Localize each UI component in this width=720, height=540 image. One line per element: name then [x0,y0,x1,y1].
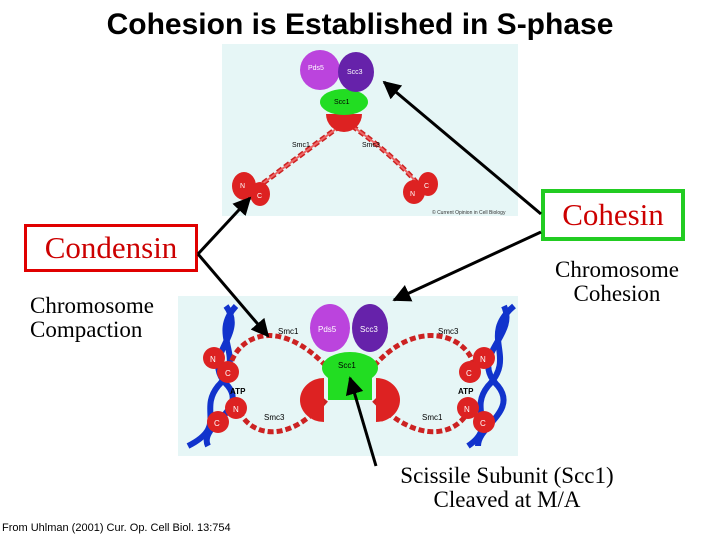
n-label: N [210,355,216,364]
c-label: C [257,193,262,200]
cohesin-diagram-bottom: Pds5 Scc3 Scc1 Smc1 Smc3 Smc3 Smc1 ATP A… [178,296,518,456]
cohesin-diagram-top: Pds5 Scc3 Scc1 Smc1 Smc3 N C C N © Curre… [222,44,518,216]
n-label: N [464,405,470,414]
scissile-subunit-label: Scissile Subunit (Scc1) Cleaved at M/A [362,464,652,512]
image-credit: © Current Opinion in Cell Biology [432,209,506,216]
scc3-label: Scc3 [360,325,378,334]
n-label: N [410,191,415,198]
chromosome-cohesion-label: Chromosome Cohesion [536,258,698,306]
chromosome-cohesion-line1: Chromosome [555,257,679,282]
condensin-box: Condensin [24,224,198,272]
n-label: N [480,355,486,364]
pds5-subunit [300,50,340,90]
chromosome-compaction-line1: Chromosome [30,293,154,318]
pds5-subunit [310,304,350,352]
smc3-label: Smc3 [438,327,459,336]
slide-title: Cohesion is Established in S-phase [106,8,614,41]
cohesin-box: Cohesin [541,189,685,241]
atp-label-right: ATP [458,387,474,396]
smc3-label: Smc3 [362,142,380,149]
n-label: N [240,183,245,190]
cohesin-diagram-top-svg: Pds5 Scc3 Scc1 Smc1 Smc3 N C C N © Curre… [232,50,506,216]
smc1-label: Smc1 [278,327,299,336]
chromosome-compaction-line2: Compaction [30,317,143,342]
c-label: C [466,369,472,378]
c-label: C [424,183,429,190]
scc1-subunit [320,89,368,115]
chromosome-cohesion-line2: Cohesion [573,281,661,306]
smc3-label: Smc3 [264,413,285,422]
scissile-line1: Scissile Subunit (Scc1) [400,463,614,488]
atp-label-left: ATP [230,387,246,396]
condensin-label: Condensin [44,230,178,265]
scc3-subunit [352,304,388,352]
scc1-label: Scc1 [334,99,350,106]
c-label: C [225,369,231,378]
pds5-label: Pds5 [318,325,337,334]
cohesin-label: Cohesin [562,197,664,232]
smc1-label: Smc1 [422,413,443,422]
c-label: C [480,419,486,428]
scc3-subunit [338,52,374,92]
citation: From Uhlman (2001) Cur. Op. Cell Biol. 1… [2,522,231,534]
n-label: N [233,405,239,414]
cohesin-arrow-bottom [392,230,542,302]
scc3-label: Scc3 [347,69,363,76]
scc1-label: Scc1 [338,361,356,370]
chromosome-compaction-label: Chromosome Compaction [30,294,154,342]
cohesin-diagram-bottom-svg: Pds5 Scc3 Scc1 Smc1 Smc3 Smc3 Smc1 ATP A… [186,303,516,449]
scissile-line2: Cleaved at M/A [433,487,581,512]
c-label: C [214,419,220,428]
smc1-label: Smc1 [292,142,310,149]
pds5-label: Pds5 [308,65,324,72]
